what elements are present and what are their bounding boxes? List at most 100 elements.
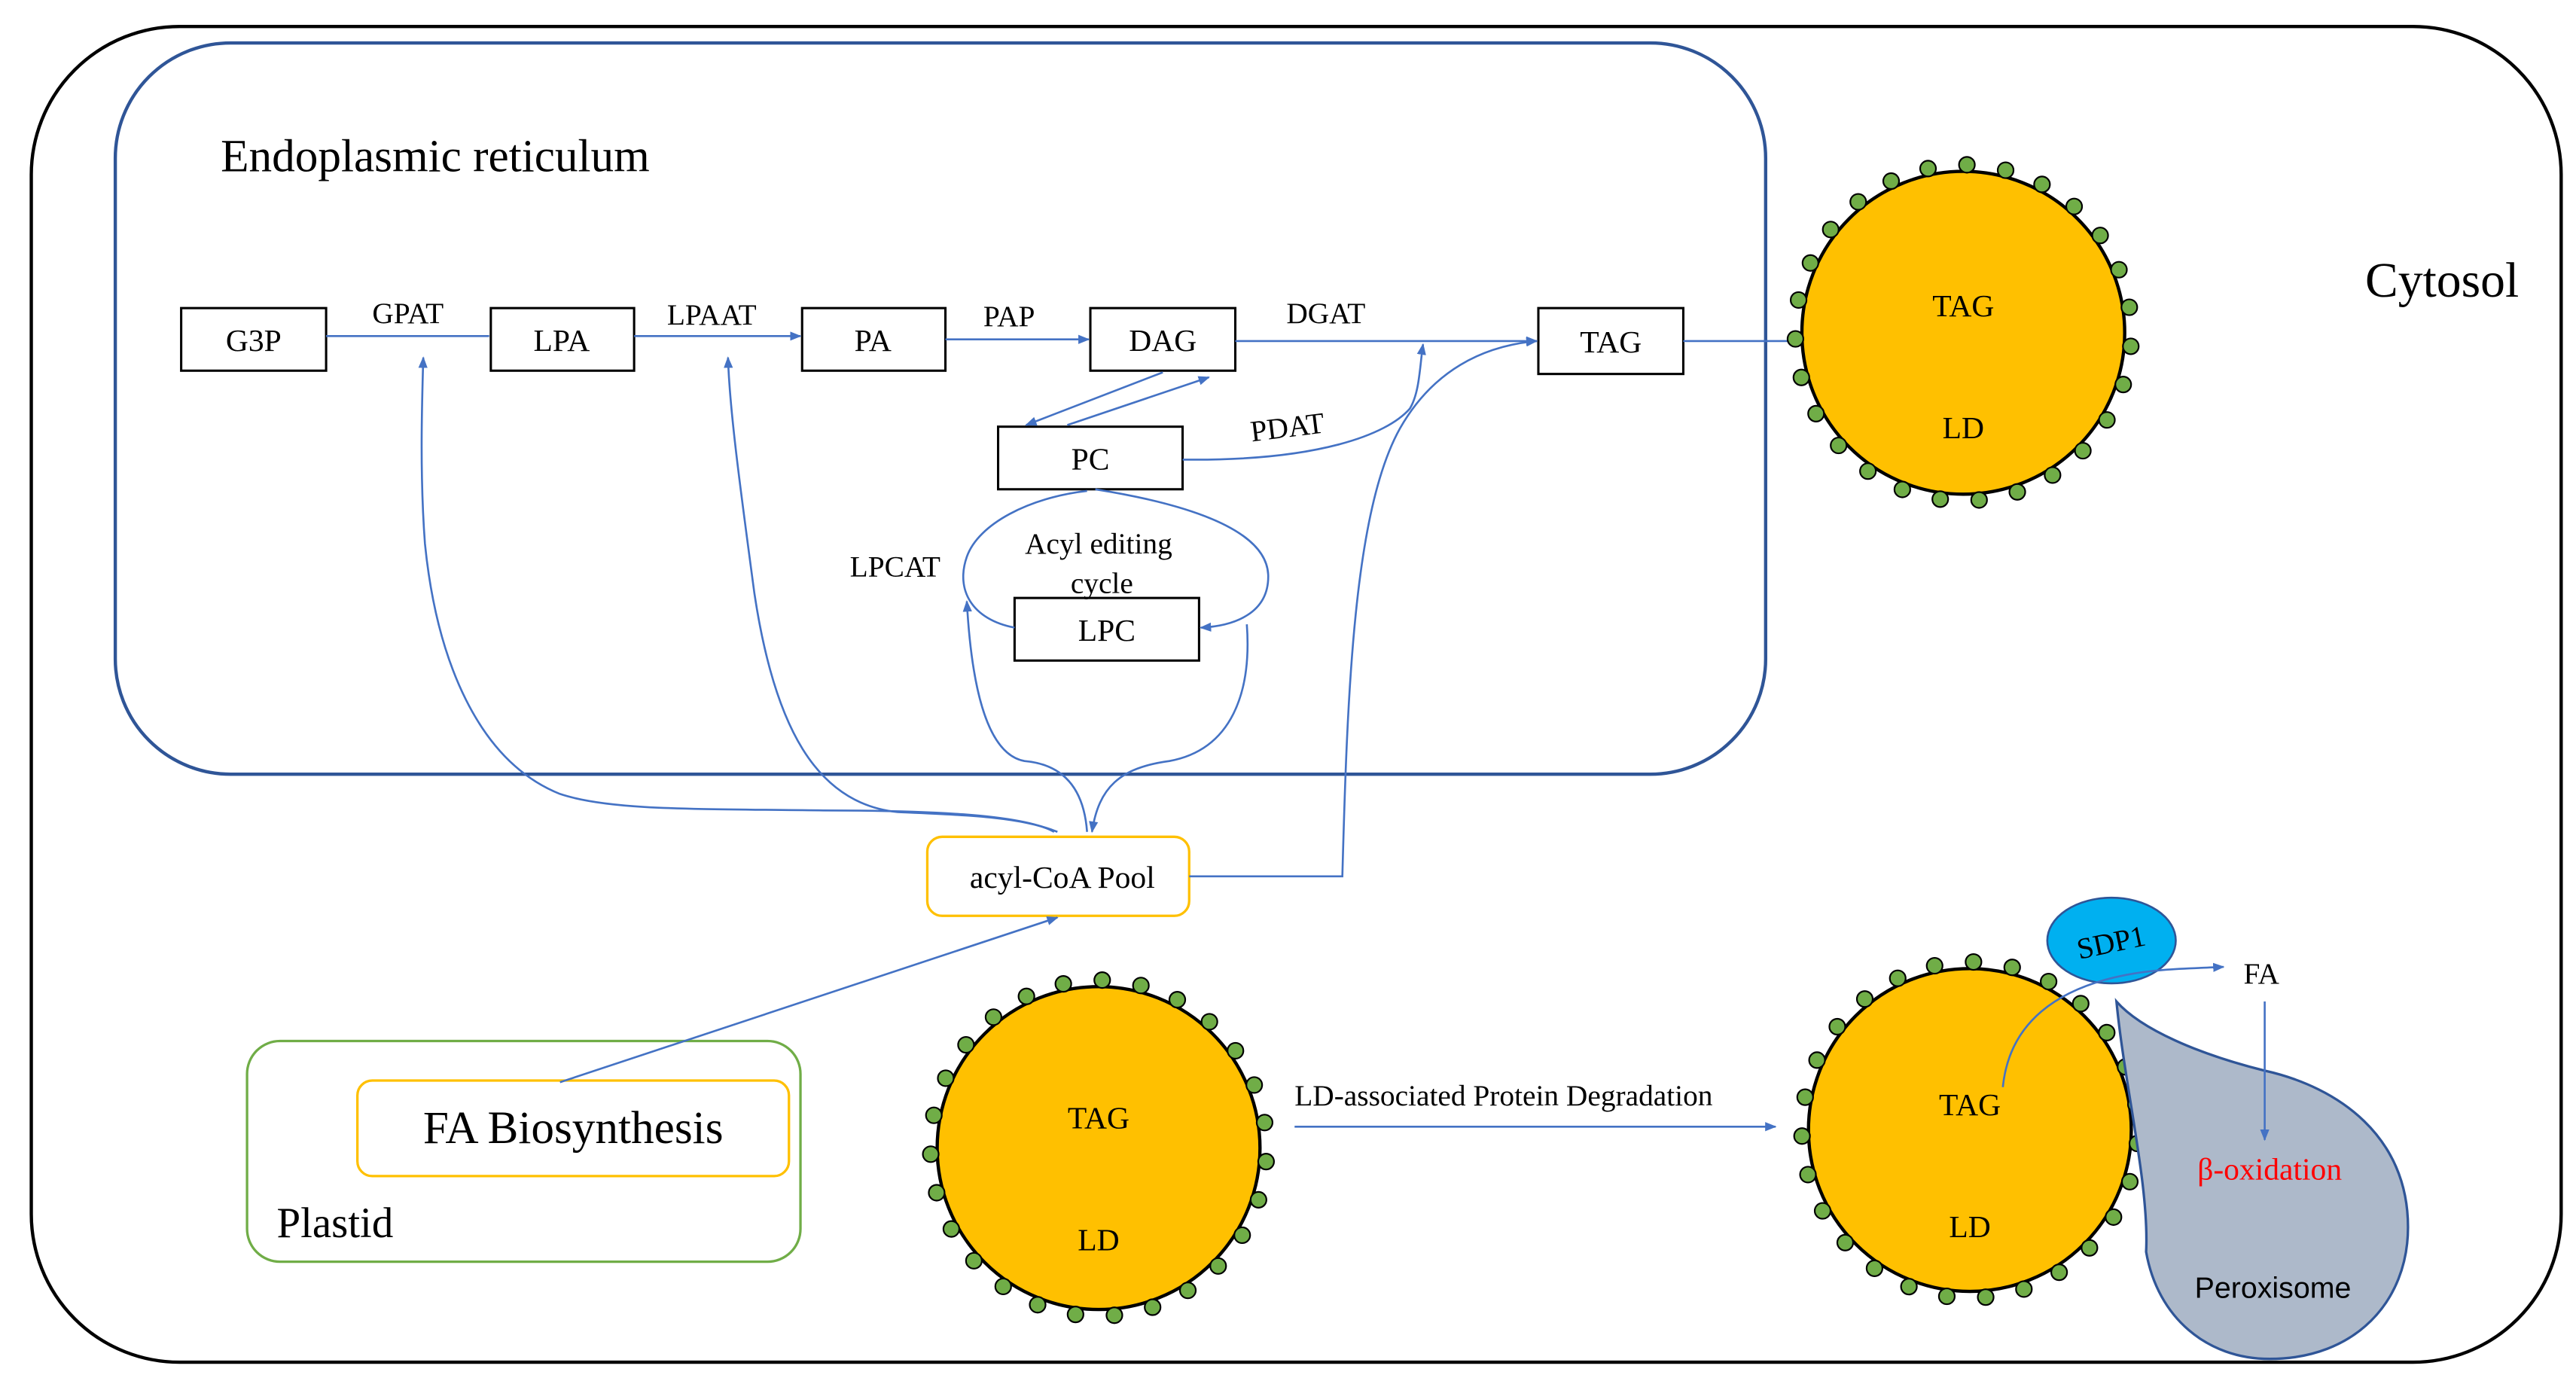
lipid-droplet-3: TAG LD <box>1793 953 2147 1306</box>
oleosin-dot <box>1882 172 1901 191</box>
oleosin-dot <box>937 1069 955 1087</box>
oleosin-dot <box>2065 197 2084 215</box>
oleosin-dot <box>1977 1288 1995 1306</box>
oleosin-dot <box>994 1277 1012 1296</box>
tag-node: TAG <box>1537 306 1684 376</box>
oleosin-dot <box>1900 1278 1918 1296</box>
oleosin-dot <box>2110 261 2128 279</box>
arrow-pool-to-lpcat <box>962 599 1088 832</box>
cytosol-boundary <box>29 24 2563 1364</box>
oleosin-dot <box>1054 975 1072 993</box>
oleosin-dot <box>1849 193 1867 211</box>
pa-node: PA <box>800 306 947 372</box>
oleosin-dot <box>1828 1017 1846 1036</box>
arrow-lpc-to-pool <box>1089 624 1249 834</box>
ld-degradation-label: LD-associated Protein Degradation <box>1294 1079 1713 1112</box>
oleosin-dot <box>1017 987 1035 1005</box>
oleosin-dot <box>1789 291 1808 309</box>
oleosin-dot <box>1257 1153 1276 1171</box>
oleosin-dot <box>1830 436 1848 455</box>
gpat-label: GPAT <box>372 297 444 330</box>
ld-label: LD <box>1949 1209 1990 1244</box>
g3p-node: G3P <box>180 306 328 372</box>
oleosin-dot <box>2050 1264 2068 1282</box>
pa-label: PA <box>855 323 892 358</box>
ld-content-label: TAG <box>1939 1087 2001 1122</box>
sdp1-enzyme <box>2046 896 2177 985</box>
oleosin-dot <box>1209 1257 1227 1275</box>
pc-node: PC <box>996 425 1184 491</box>
oleosin-dot <box>1793 1127 1811 1145</box>
ld-label: LD <box>1078 1222 1119 1257</box>
arrow-pc-to-lpc <box>1095 488 1270 632</box>
oleosin-dot <box>1996 161 2015 179</box>
oleosin-dot <box>1786 330 1805 348</box>
oleosin-dot <box>1029 1296 1047 1314</box>
oleosin-dot <box>1093 971 1111 989</box>
oleosin-dot <box>1836 1233 1855 1251</box>
pap-label: PAP <box>983 300 1035 333</box>
oleosin-dot <box>1799 1166 1817 1184</box>
oleosin-dot <box>2114 376 2132 394</box>
oleosin-dot <box>1893 480 1911 498</box>
arrow-tag-to-fa <box>2001 962 2225 1087</box>
oleosin-dot <box>1796 1088 1814 1106</box>
oleosin-dot <box>1855 990 1874 1008</box>
ld-label: LD <box>1943 410 1984 445</box>
oleosin-dot <box>965 1251 983 1270</box>
arrow-pc-to-dag <box>1066 376 1210 426</box>
arrow-lpc-to-pc <box>962 489 1087 629</box>
oleosin-dot <box>1233 1226 1251 1245</box>
lipid-droplet-1: TAG LD <box>1786 156 2140 509</box>
oleosin-dot <box>2120 1172 2139 1190</box>
fa-label: FA <box>2244 957 2280 990</box>
arrow-pc-pdat <box>1182 343 1426 461</box>
oleosin-dot <box>1965 953 1983 971</box>
ld-content-label: TAG <box>1068 1100 1129 1135</box>
oleosin-dot <box>1821 221 1840 239</box>
oleosin-dot <box>1919 160 1937 178</box>
dag-node: DAG <box>1089 306 1237 372</box>
oleosin-dot <box>2003 959 2021 977</box>
oleosin-dot <box>925 1106 943 1124</box>
fa-biosynthesis-node: FA Biosynthesis <box>356 1079 791 1178</box>
acyl-editing-line2: cycle <box>1071 567 1133 600</box>
oleosin-dot <box>984 1008 1002 1026</box>
dgat-label: DGAT <box>1286 297 1365 330</box>
oleosin-dot <box>942 1220 961 1238</box>
pdat-label: PDAT <box>1248 407 1326 449</box>
er-label: Endoplasmic reticulum <box>221 131 650 182</box>
arrow-dag-to-pc <box>1025 371 1163 426</box>
ld-content-label: TAG <box>1932 288 1994 323</box>
oleosin-dot <box>1249 1190 1267 1209</box>
oleosin-dot <box>1227 1041 1245 1060</box>
er-boundary <box>113 41 1768 776</box>
tag-label: TAG <box>1580 325 1642 359</box>
oleosin-dot <box>1970 491 1988 509</box>
oleosin-dot <box>2091 227 2109 245</box>
pc-label: PC <box>1072 442 1110 477</box>
lpa-label: LPA <box>534 323 590 358</box>
oleosin-dot <box>1178 1282 1197 1300</box>
oleosin-dot <box>1066 1306 1084 1324</box>
oleosin-dot <box>1931 490 1950 508</box>
oleosin-dot <box>1889 969 1907 987</box>
oleosin-dot <box>2008 483 2026 501</box>
oleosin-dot <box>1144 1298 1162 1316</box>
oleosin-dot <box>2015 1280 2033 1298</box>
acyl-coa-pool-node: acyl-CoA Pool <box>925 835 1190 917</box>
arrow-pool-to-gpat <box>418 356 1055 833</box>
plastid-label: Plastid <box>276 1200 393 1247</box>
oleosin-dot <box>1808 1051 1826 1069</box>
oleosin-dot <box>1813 1202 1832 1220</box>
beta-oxidation-label: β-oxidation <box>2197 1151 2342 1186</box>
oleosin-dot <box>1792 368 1810 386</box>
oleosin-dot <box>2098 1023 2116 1041</box>
oleosin-dot <box>2105 1208 2123 1226</box>
oleosin-dot <box>928 1184 946 1202</box>
oleosin-dot <box>2120 298 2139 316</box>
oleosin-dot <box>1132 977 1150 995</box>
oleosin-dot <box>1865 1259 1884 1277</box>
lipid-droplet-2: TAG LD <box>922 971 1276 1325</box>
oleosin-dot <box>1245 1076 1264 1094</box>
